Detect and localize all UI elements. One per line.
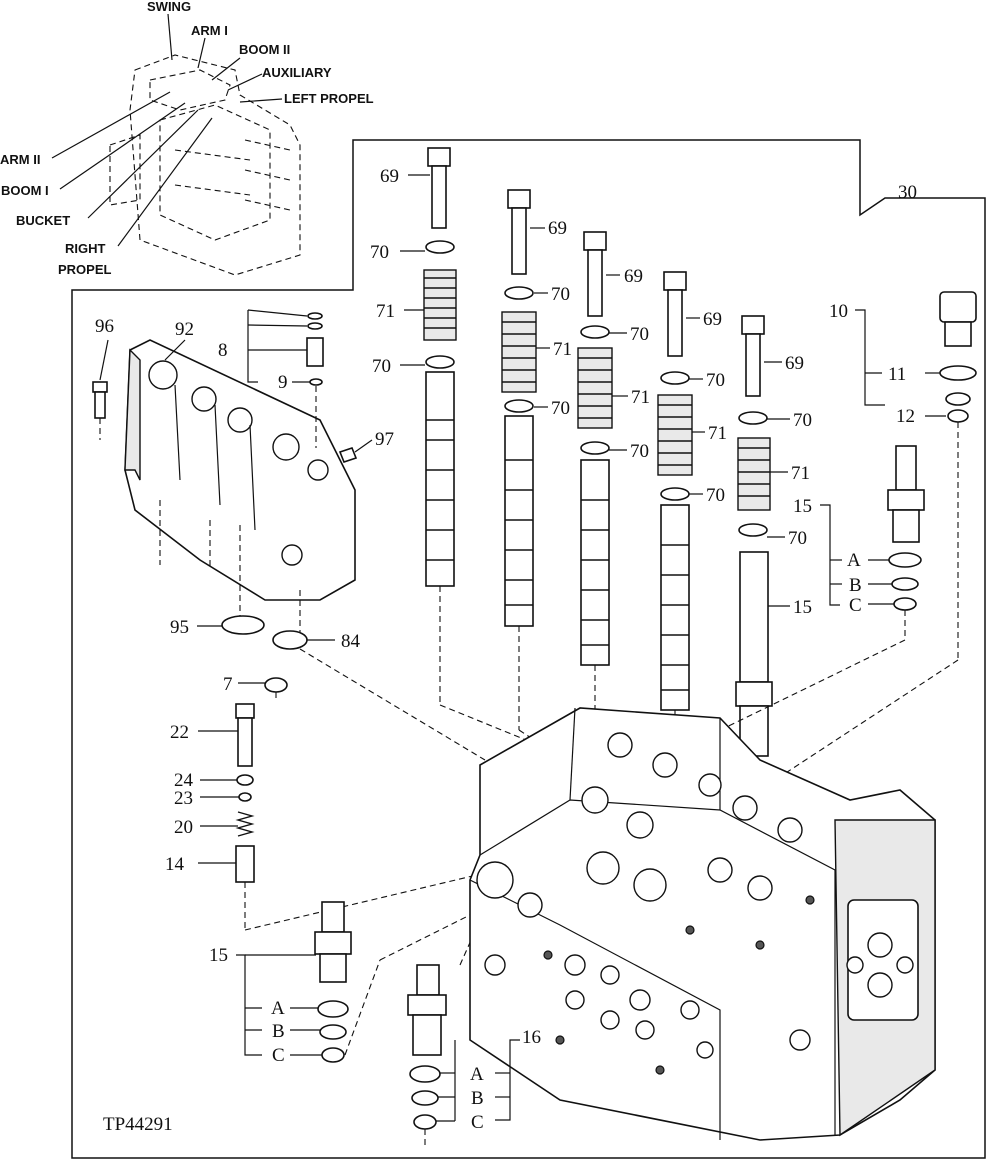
spool-column-4 [657, 271, 693, 870]
plug-stack-22-14 [235, 703, 541, 931]
orientation-sketch [109, 54, 301, 276]
label-arm-2: ARM II [0, 152, 40, 167]
relief-valve-16 [407, 919, 481, 1148]
callout-71: 71 [708, 423, 727, 444]
label-right-propel-line2: PROPEL [58, 262, 112, 277]
callout-70: 70 [706, 485, 725, 506]
callout-92: 92 [175, 319, 194, 340]
label-arm-1: ARM I [191, 23, 228, 38]
callout-70: 70 [370, 242, 389, 263]
assembly-frame [71, 139, 986, 1159]
callout-a: A [470, 1064, 484, 1085]
callout-70: 70 [630, 441, 649, 462]
plug-97 [338, 447, 358, 463]
spool-column-3 [577, 231, 613, 760]
callout-8: 8 [218, 340, 228, 361]
leader-lines [99, 174, 946, 1122]
callout-95: 95 [170, 617, 189, 638]
callout-70: 70 [551, 284, 570, 305]
callout-12: 12 [896, 406, 915, 427]
relief-valve-15-right [699, 445, 925, 741]
callout-71: 71 [376, 301, 395, 322]
callout-c: C [272, 1045, 285, 1066]
callout-70: 70 [793, 410, 812, 431]
callout-16: 16 [522, 1027, 541, 1048]
callout-97: 97 [375, 429, 394, 450]
callout-69: 69 [380, 166, 399, 187]
callout-b: B [471, 1088, 484, 1109]
callout-22: 22 [170, 722, 189, 743]
label-right-propel-line1: RIGHT [65, 241, 106, 256]
callout-15: 15 [793, 597, 812, 618]
callout-15: 15 [793, 496, 812, 517]
relief-valve-15-left [314, 869, 561, 1063]
callout-23: 23 [174, 788, 193, 809]
callout-20: 20 [174, 817, 193, 838]
callout-70: 70 [630, 324, 649, 345]
callout-70: 70 [551, 398, 570, 419]
callout-69: 69 [624, 266, 643, 287]
callout-c: C [471, 1112, 484, 1133]
callout-71: 71 [553, 339, 572, 360]
callout-9: 9 [278, 372, 288, 393]
bolt-96 [92, 381, 108, 440]
callout-84: 84 [341, 631, 361, 652]
callouts: 69 70 71 70 69 70 71 70 69 70 71 70 69 7… [95, 166, 917, 1133]
callout-70: 70 [372, 356, 391, 377]
callout-24: 24 [174, 770, 194, 791]
callout-a: A [847, 550, 861, 571]
plug-assembly-10 [774, 291, 977, 781]
callout-69: 69 [548, 218, 567, 239]
label-left-propel: LEFT PROPEL [284, 91, 374, 106]
label-auxiliary: AUXILIARY [262, 65, 332, 80]
function-labels: SWING ARM I BOOM II AUXILIARY LEFT PROPE… [0, 0, 374, 277]
callout-70: 70 [788, 528, 807, 549]
main-valve-body [469, 707, 936, 1141]
callout-a: A [271, 998, 285, 1019]
callout-30: 30 [898, 182, 917, 203]
callout-10: 10 [829, 301, 848, 322]
callout-b: B [849, 575, 862, 596]
cover-92 [124, 339, 356, 635]
spool-column-5 [735, 315, 773, 920]
fitting-8 [306, 312, 324, 448]
callout-96: 96 [95, 316, 114, 337]
callout-c: C [849, 595, 862, 616]
label-swing: SWING [147, 0, 191, 14]
callout-11: 11 [888, 364, 906, 385]
callout-71: 71 [631, 387, 650, 408]
callout-7: 7 [223, 674, 233, 695]
label-boom-2: BOOM II [239, 42, 290, 57]
spool-column-2 [501, 189, 611, 791]
callout-69: 69 [785, 353, 804, 374]
callout-14: 14 [165, 854, 185, 875]
callout-69: 69 [703, 309, 722, 330]
label-boom-1: BOOM I [1, 183, 49, 198]
callout-b: B [272, 1021, 285, 1042]
callout-71: 71 [791, 463, 810, 484]
figure-id: TP44291 [103, 1114, 173, 1135]
callout-70: 70 [706, 370, 725, 391]
callout-15: 15 [209, 945, 228, 966]
label-bucket: BUCKET [16, 213, 70, 228]
